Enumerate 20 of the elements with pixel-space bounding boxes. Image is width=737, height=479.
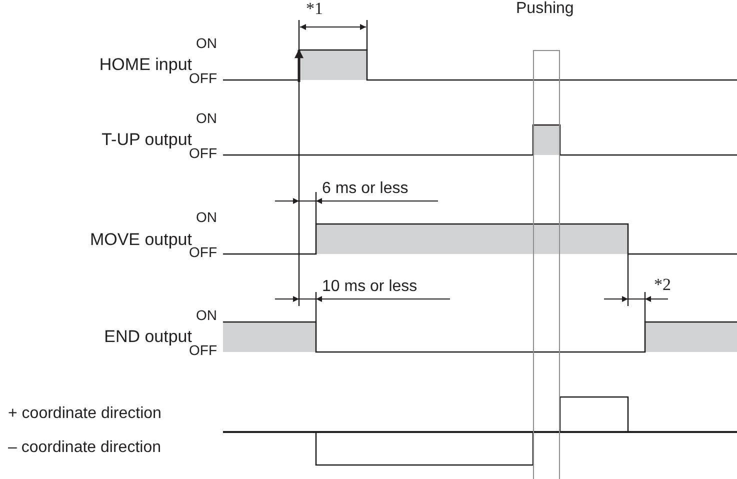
state-label: OFF (189, 71, 217, 86)
state-label: OFF (189, 146, 217, 162)
window-label: Pushing (516, 0, 574, 18)
signal-label: T-UP output (102, 131, 192, 149)
dimension-label: 6 ms or less (322, 180, 408, 198)
dimension-label: 10 ms or less (322, 278, 418, 296)
state-label: ON (196, 36, 217, 52)
state-label: ON (196, 308, 217, 324)
pushing-window (533, 50, 560, 479)
signal-label: MOVE output (90, 231, 192, 249)
state-label: OFF (189, 245, 217, 260)
state-label: ON (196, 210, 217, 226)
axis-label: + coordinate direction (8, 405, 162, 423)
axis-label: – coordinate direction (8, 439, 161, 457)
signal-label: HOME input (99, 56, 192, 74)
state-label: OFF (189, 343, 217, 358)
signal-label: END output (104, 328, 192, 346)
footnote-mark: *1 (306, 0, 323, 19)
state-label: ON (196, 111, 217, 126)
footnote-mark: *2 (654, 276, 671, 295)
